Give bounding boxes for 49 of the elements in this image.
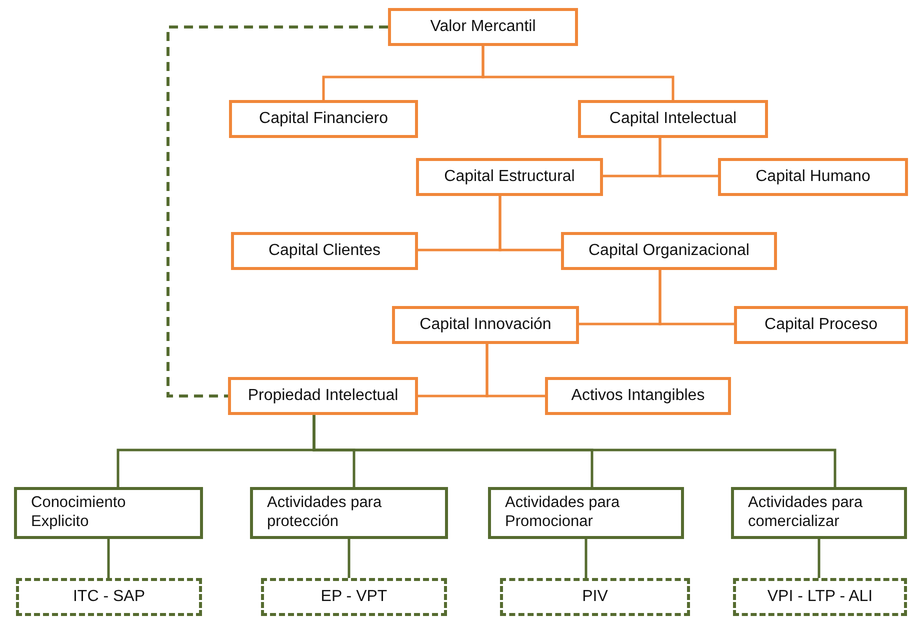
node-label: Actividades para Promocionar xyxy=(505,494,621,532)
connector-line xyxy=(312,415,836,487)
process-box xyxy=(488,487,684,539)
connector-line xyxy=(348,539,350,578)
process-box xyxy=(229,100,418,138)
node-label: Capital Humano xyxy=(756,167,870,187)
node-label: Capital Innovación xyxy=(420,315,552,335)
node-label: Propiedad Intelectual xyxy=(248,386,398,406)
node-label: Capital Proceso xyxy=(764,315,878,335)
connector-line xyxy=(658,270,734,326)
connector-line xyxy=(818,539,820,578)
dashed-box xyxy=(733,578,907,616)
connector-line xyxy=(482,46,674,100)
process-box xyxy=(578,100,768,138)
node-label: Capital Organizacional xyxy=(588,241,750,261)
node-label: Valor Mercantil xyxy=(430,17,536,37)
process-box xyxy=(718,158,908,196)
dashed-box xyxy=(16,578,202,616)
node-label: EP - VPT xyxy=(320,587,388,607)
connector-line xyxy=(584,539,588,578)
process-box xyxy=(545,377,731,415)
process-box xyxy=(231,232,418,270)
node-label: VPI - LTP - ALI xyxy=(767,587,873,607)
connector-line xyxy=(107,539,110,578)
process-box xyxy=(228,377,418,415)
node-label: PIV xyxy=(582,587,608,607)
process-box xyxy=(734,306,908,344)
node-label: Capital Intelectual xyxy=(609,109,737,129)
node-label: Actividades para protección xyxy=(267,494,383,532)
process-box xyxy=(14,487,203,539)
connector-line xyxy=(498,196,561,252)
node-label: Actividades para comercializar xyxy=(748,494,864,532)
process-box xyxy=(392,306,579,344)
node-label: ITC - SAP xyxy=(72,587,145,607)
connector-line xyxy=(486,344,545,398)
node-label: Activos Intangibles xyxy=(571,386,705,406)
dashed-box xyxy=(261,578,447,616)
dashed-box xyxy=(500,578,690,616)
dashed-connector xyxy=(166,26,388,398)
node-label: Conocimiento Explicito xyxy=(31,494,127,532)
process-box xyxy=(731,487,907,539)
node-label: Capital Financiero xyxy=(259,109,388,129)
process-box xyxy=(561,232,777,270)
process-box xyxy=(388,8,578,46)
connector-line xyxy=(658,138,718,178)
node-label: Capital Estructural xyxy=(444,167,575,187)
process-box xyxy=(250,487,448,539)
process-box xyxy=(416,158,603,196)
node-label: Capital Clientes xyxy=(268,241,381,261)
